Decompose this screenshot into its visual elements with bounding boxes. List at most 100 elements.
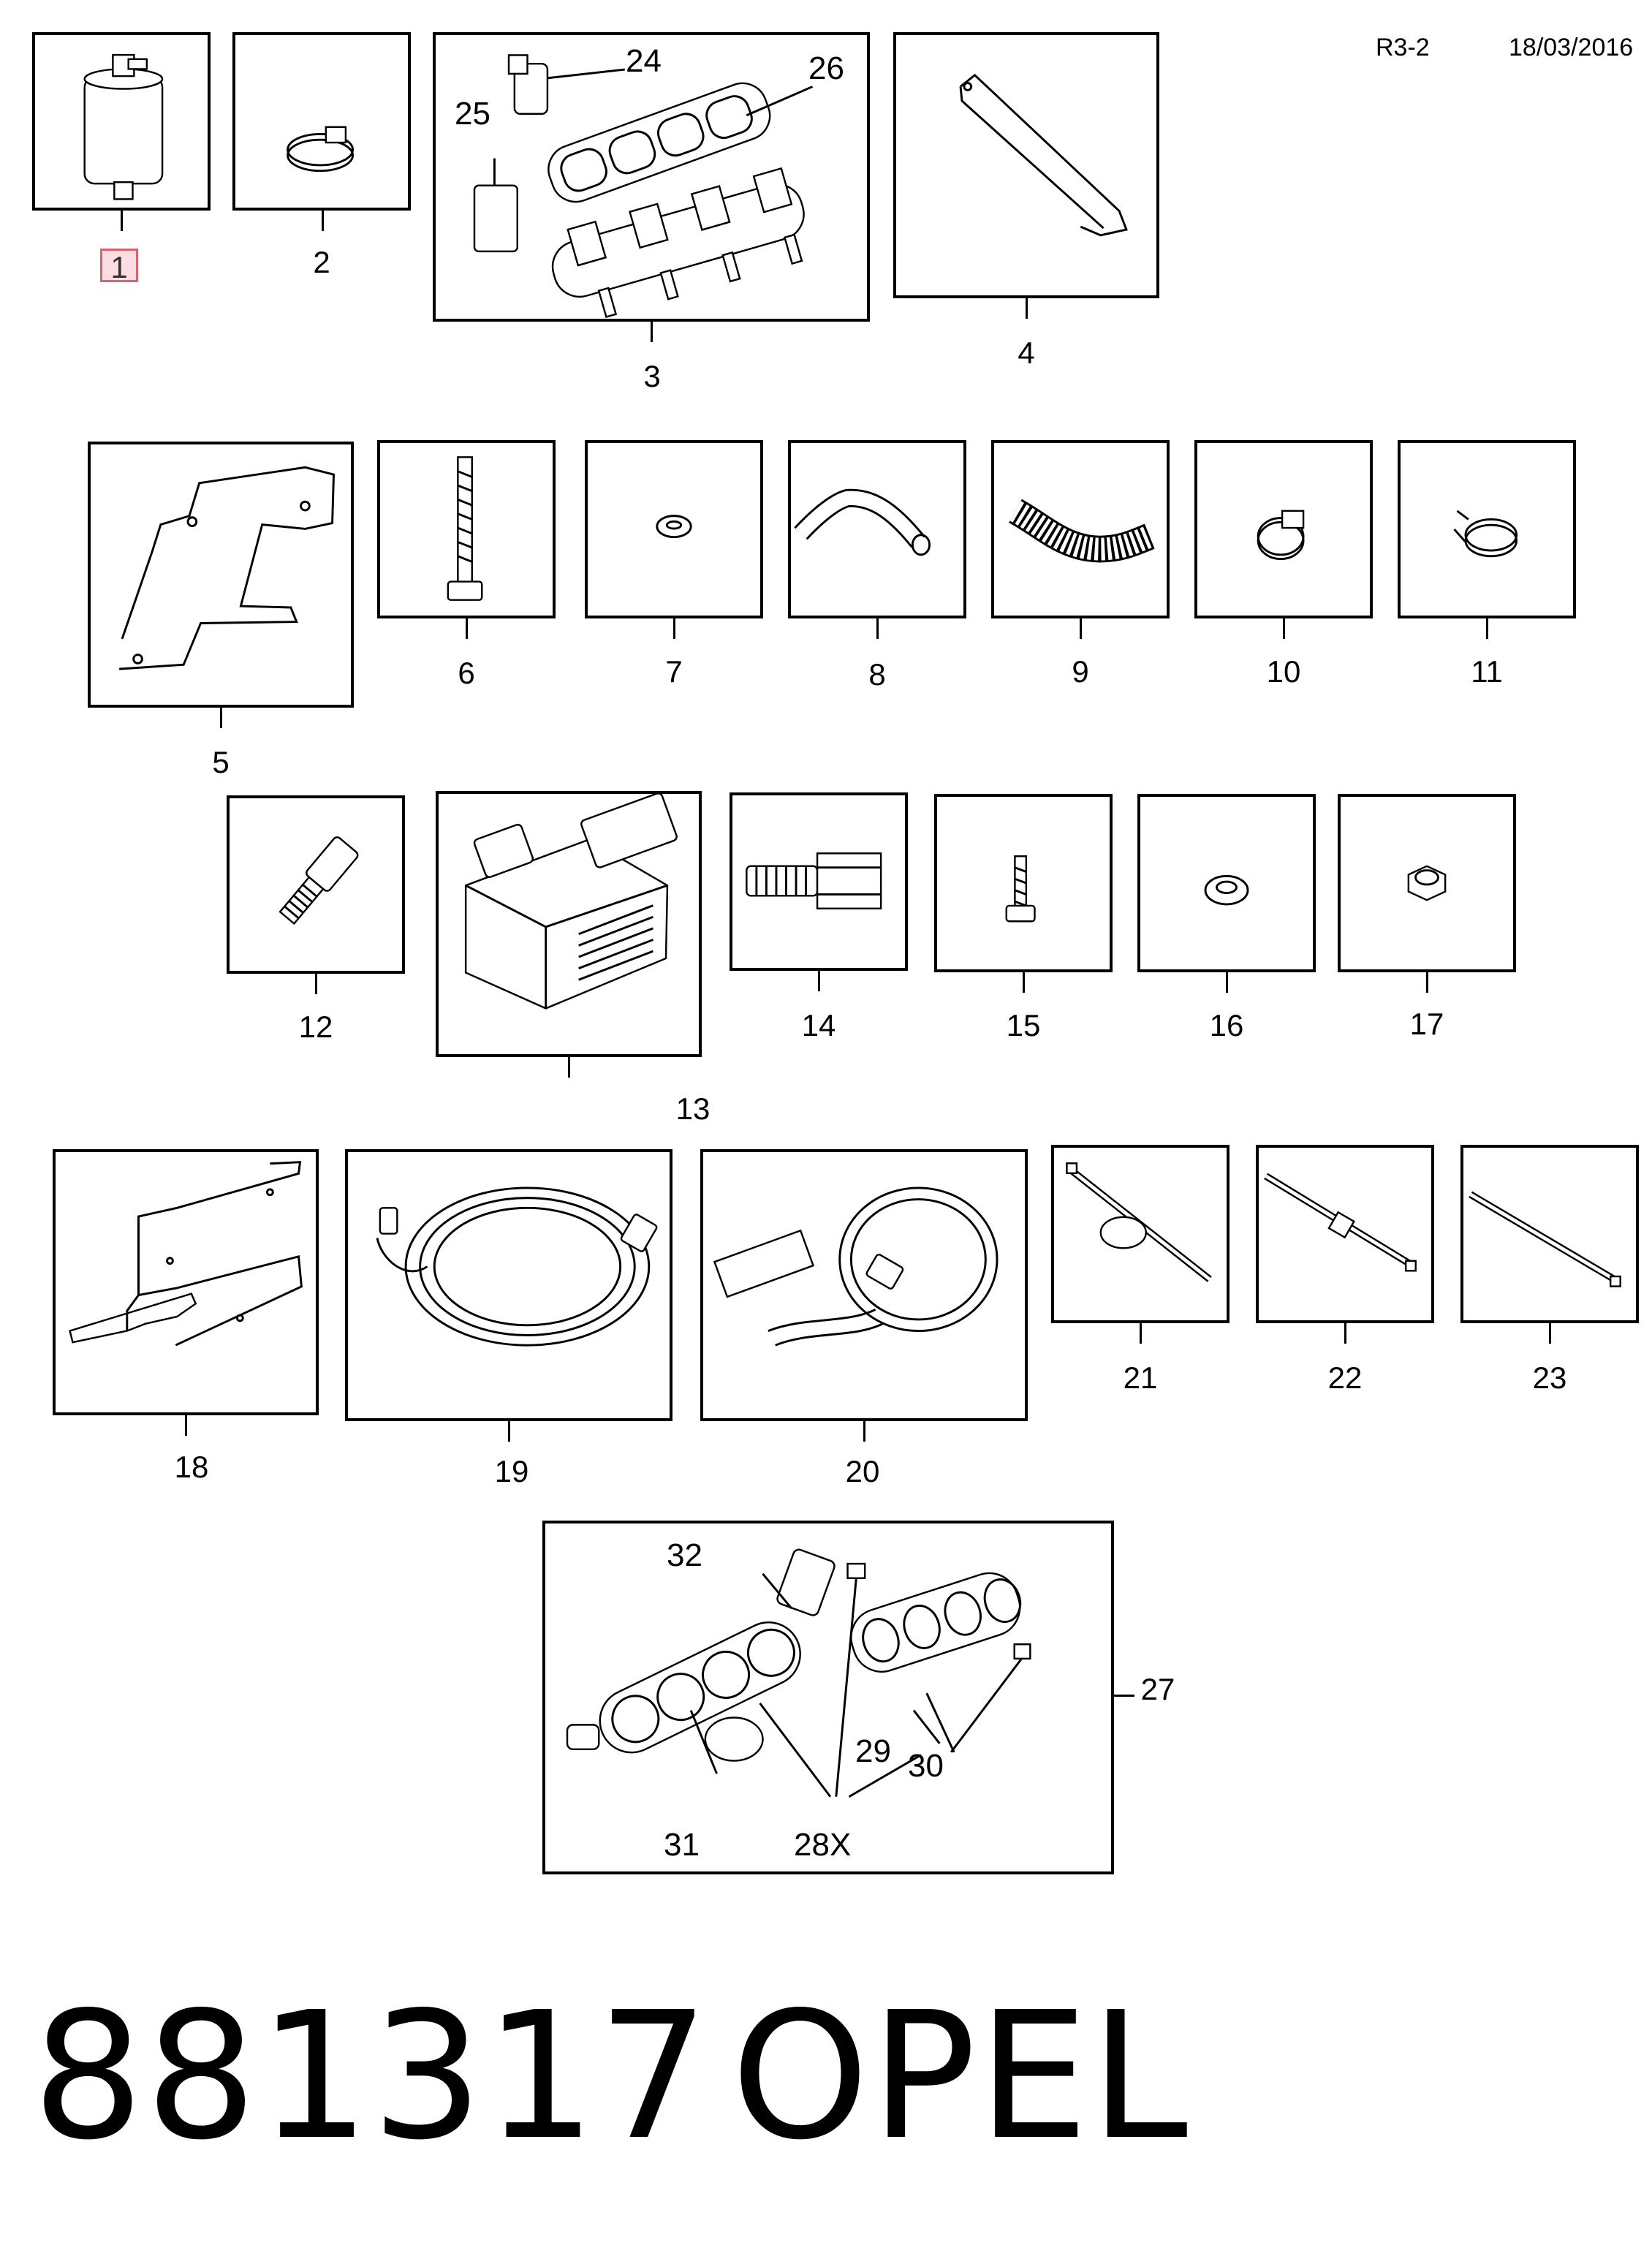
part-box-18[interactable] — [53, 1149, 319, 1415]
item-label-2: 2 — [313, 245, 330, 279]
part-box-14[interactable] — [730, 792, 908, 971]
injector-rail-illustration — [473, 54, 814, 319]
leader-line-9 — [1080, 618, 1082, 639]
leader-line-7 — [673, 618, 675, 639]
screw-illustration — [1005, 855, 1036, 923]
bolt-illustration — [447, 456, 483, 601]
leader-line-17 — [1426, 972, 1428, 993]
part-box-13[interactable] — [436, 791, 702, 1057]
leader-line-14 — [818, 971, 820, 991]
part-box-19[interactable] — [345, 1149, 672, 1421]
leader-line-27 — [1114, 1695, 1134, 1697]
leader-line-2 — [322, 211, 324, 231]
leader-line-12 — [315, 974, 317, 994]
cable-tie-illustration — [1469, 1191, 1621, 1287]
leader-line-18 — [185, 1415, 187, 1436]
elbow-hose-illustration — [794, 488, 931, 556]
item-label-16: 16 — [1209, 1008, 1244, 1042]
cable-tie-mount-illustration — [1066, 1162, 1212, 1282]
bracket-plate-illustration — [119, 466, 336, 670]
item-label-10: 10 — [1266, 654, 1301, 689]
threaded-adapter-illustration — [746, 852, 882, 909]
part-box-11[interactable] — [1398, 440, 1576, 618]
part-box-7[interactable] — [585, 440, 763, 618]
item-label-7: 7 — [665, 654, 683, 689]
frame-bracket-illustration — [69, 1161, 303, 1347]
mounting-bracket-illustration — [959, 73, 1128, 237]
part-box-16[interactable] — [1137, 794, 1316, 972]
hose-connector-illustration — [279, 836, 359, 926]
leader-line-15 — [1023, 972, 1025, 993]
item-label-5: 5 — [212, 745, 230, 779]
worm-clamp-illustration — [1257, 510, 1305, 561]
callout-24: 24 — [626, 43, 662, 79]
part-box-20[interactable] — [700, 1149, 1028, 1421]
part-box-10[interactable] — [1194, 440, 1373, 618]
leader-line-13 — [568, 1057, 570, 1078]
item-label-3: 3 — [643, 359, 661, 393]
leader-line-5 — [220, 708, 222, 728]
leader-line-8 — [876, 618, 879, 639]
callout-29: 29 — [855, 1733, 891, 1769]
sheet-date: 18/03/2016 — [1509, 34, 1634, 61]
item-label-19: 19 — [494, 1454, 529, 1488]
item-label-4: 4 — [1018, 336, 1035, 370]
callout-30: 30 — [908, 1748, 944, 1784]
leader-line-4 — [1026, 298, 1028, 319]
part-box-17[interactable] — [1338, 794, 1516, 972]
lock-nut-illustration — [1407, 865, 1447, 901]
part-box-5[interactable] — [88, 442, 354, 708]
callout-31: 31 — [664, 1827, 700, 1863]
item-label-1[interactable]: 1 — [100, 249, 138, 283]
callout-32: 32 — [667, 1537, 702, 1573]
item-label-27: 27 — [1140, 1672, 1175, 1706]
item-label-21: 21 — [1123, 1360, 1158, 1395]
item-label-23: 23 — [1532, 1360, 1567, 1395]
part-box-22[interactable] — [1256, 1145, 1434, 1323]
fuel-filter-illustration — [83, 53, 164, 200]
part-box-15[interactable] — [934, 794, 1113, 972]
leader-line-19 — [508, 1421, 510, 1442]
switch-harness-illustration — [713, 1186, 999, 1347]
leader-line-11 — [1486, 618, 1488, 639]
callout-25: 25 — [455, 96, 490, 132]
part-box-12[interactable] — [227, 795, 405, 974]
leader-line-20 — [863, 1421, 865, 1442]
item-label-11: 11 — [1471, 654, 1503, 689]
item-label-9: 9 — [1072, 654, 1089, 689]
part-box-9[interactable] — [991, 440, 1170, 618]
leader-line-16 — [1226, 972, 1228, 993]
flat-washer-illustration — [1204, 874, 1249, 906]
part-box-2[interactable] — [232, 32, 411, 211]
item-label-13: 13 — [675, 1091, 711, 1126]
callout-28x: 28X — [794, 1827, 852, 1863]
leader-line-1 — [121, 211, 123, 231]
part-box-6[interactable] — [377, 440, 556, 618]
cable-tie-clip-illustration — [1264, 1173, 1417, 1272]
hose-clamp-illustration — [287, 126, 355, 173]
leader-line-10 — [1283, 618, 1285, 639]
item-label-12: 12 — [298, 1010, 333, 1044]
part-box-8[interactable] — [788, 440, 966, 618]
item-label-20: 20 — [845, 1454, 880, 1488]
leader-line-23 — [1549, 1323, 1551, 1344]
part-box-1[interactable] — [32, 32, 211, 211]
part-box-4[interactable] — [893, 32, 1159, 298]
item-label-8: 8 — [868, 657, 886, 692]
rail-exploded-view-illustration — [566, 1548, 1031, 1798]
item-label-17: 17 — [1409, 1007, 1444, 1041]
ecu-module-illustration — [464, 794, 678, 1010]
item-label-14: 14 — [801, 1008, 836, 1042]
item-label-22: 22 — [1327, 1360, 1363, 1395]
item-label-15: 15 — [1006, 1008, 1041, 1042]
leader-line-6 — [466, 618, 468, 639]
leader-line-22 — [1344, 1323, 1346, 1344]
part-box-21[interactable] — [1051, 1145, 1229, 1323]
washer-illustration — [656, 515, 692, 539]
part-box-23[interactable] — [1460, 1145, 1639, 1323]
part-box-27[interactable]: 32 31 28X 29 30 — [542, 1521, 1114, 1874]
spring-clip-illustration — [1453, 510, 1518, 558]
leader-line-3 — [651, 322, 653, 342]
part-box-3[interactable]: 24 25 26 — [433, 32, 870, 322]
callout-26: 26 — [808, 50, 844, 86]
